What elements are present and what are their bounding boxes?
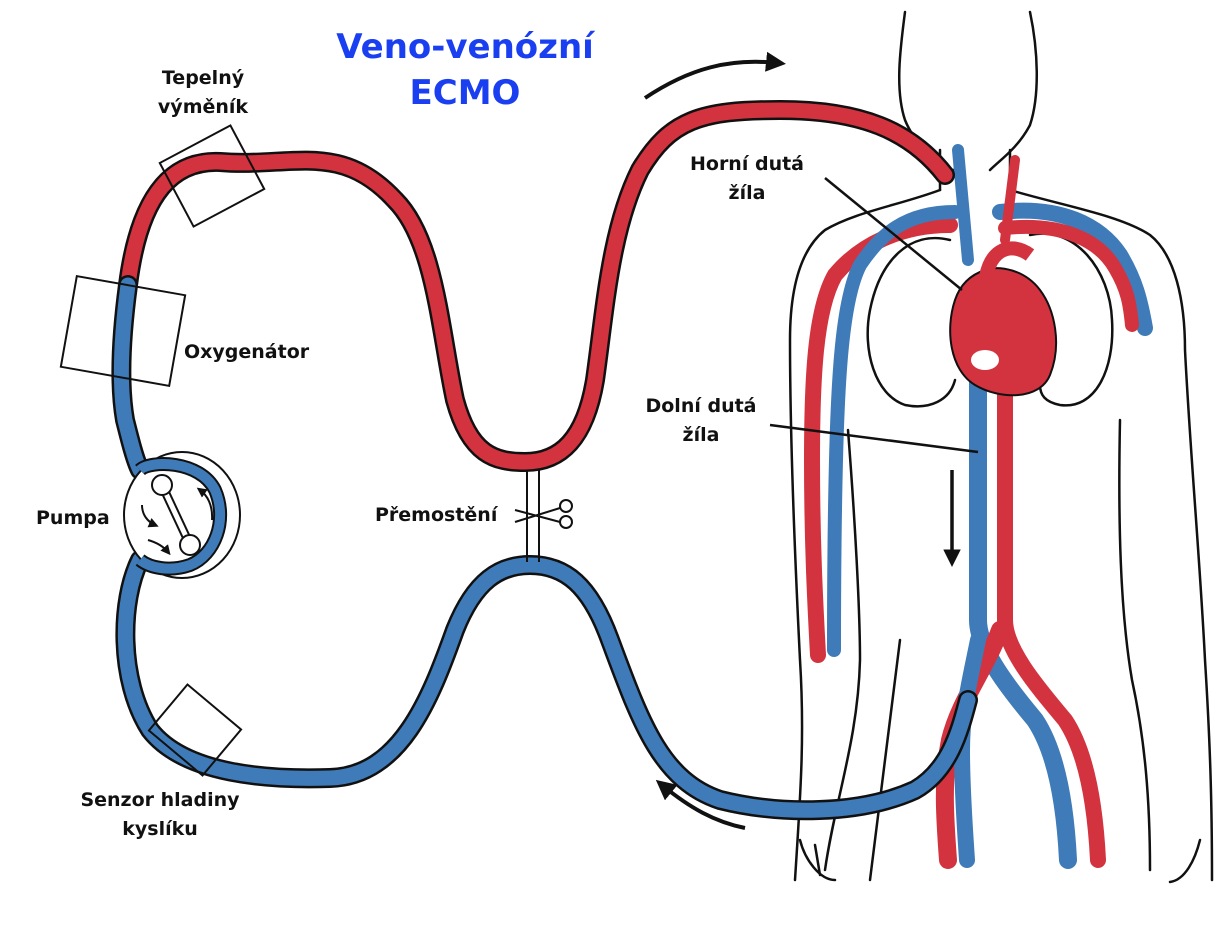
title-line-1: Veno-venózní — [330, 24, 600, 70]
oxygen-sensor-label-line2: kyslíku — [70, 815, 250, 844]
inferior-vena-cava — [978, 370, 1068, 860]
vessels — [812, 150, 1145, 860]
svc-label: Horní dutá žíla — [682, 150, 812, 208]
left-arm-vein — [834, 212, 955, 650]
heat-exchanger-label-line1: Tepelný — [138, 64, 268, 93]
heat-exchanger-label: Tepelný výměník — [138, 64, 268, 122]
pump-roller-top — [152, 475, 172, 495]
right-torso-outline — [1119, 420, 1150, 870]
diagram-title: Veno-venózní ECMO — [330, 24, 600, 116]
scissors-clamp-icon — [515, 500, 572, 528]
heart — [950, 248, 1056, 395]
heat-exchanger-label-line2: výměník — [138, 93, 268, 122]
right-hand-outline — [1170, 840, 1200, 882]
pump-label: Pumpa — [36, 504, 110, 533]
heart-shape — [950, 268, 1056, 395]
ivc-label-line1: Dolní dutá — [636, 392, 766, 421]
heart-highlight — [971, 350, 999, 370]
title-line-2: ECMO — [330, 70, 600, 116]
ivc-leader-line — [770, 425, 978, 452]
pump-roller-bottom — [180, 535, 200, 555]
lung-left-outline — [868, 238, 955, 406]
flow-arrow-top — [645, 62, 778, 98]
oxygen-sensor-label-line1: Senzor hladiny — [70, 786, 250, 815]
bridge — [515, 470, 572, 562]
bridge-label: Přemostění — [375, 501, 497, 530]
oxygen-sensor-label: Senzor hladiny kyslíku — [70, 786, 250, 844]
svc-label-line2: žíla — [682, 179, 812, 208]
neck-vein — [958, 150, 968, 260]
pump — [124, 452, 240, 578]
ivc-label: Dolní dutá žíla — [636, 392, 766, 450]
svc-label-line1: Horní dutá — [682, 150, 812, 179]
ivc-label-line2: žíla — [636, 421, 766, 450]
oxygenator-label: Oxygenátor — [184, 338, 309, 367]
left-leg-vein — [962, 640, 978, 860]
